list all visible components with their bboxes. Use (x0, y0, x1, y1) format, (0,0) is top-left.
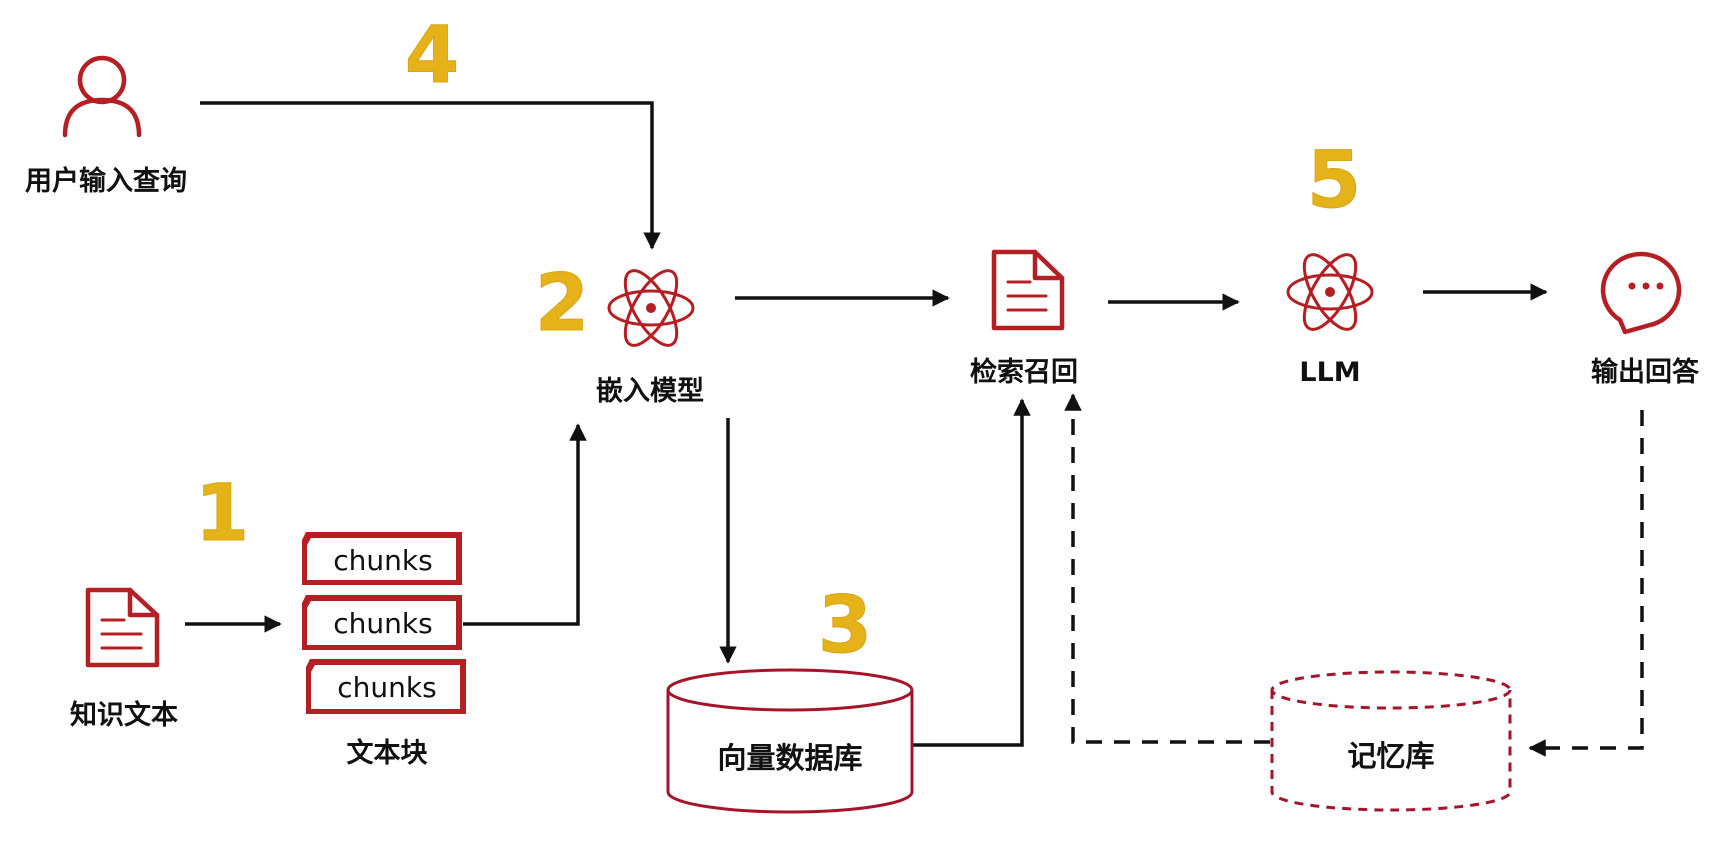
step-number-1: 1 (195, 469, 249, 559)
arrow-output-to-memory (1528, 410, 1644, 757)
atom-icon (607, 269, 695, 347)
memory-label: 记忆库 (1347, 739, 1434, 773)
knowledge-text-label: 知识文本 (70, 699, 178, 731)
step-number-4: 4 (405, 11, 459, 101)
arrow-vectordb-to-retrieval (912, 398, 1031, 747)
chunk-card: chunks (302, 532, 462, 585)
node-llm: LLM (1286, 253, 1374, 388)
vector-db-label: 向量数据库 (717, 741, 862, 775)
retrieval-label: 检索召回 (970, 356, 1078, 388)
chunk-card: chunks (306, 659, 466, 714)
chunk-text: chunks (337, 671, 436, 704)
node-output-answer: 输出回答 (1591, 251, 1700, 388)
chat-bubble-icon (1600, 251, 1682, 335)
chunk-text: chunks (333, 607, 432, 640)
embedding-model-label: 嵌入模型 (596, 376, 704, 407)
llm-label: LLM (1299, 357, 1360, 388)
document-icon (85, 587, 160, 668)
node-knowledge-text: 知识文本 (70, 587, 178, 731)
node-retrieval: 检索召回 (970, 249, 1078, 388)
node-user-query: 用户输入查询 (25, 55, 187, 197)
output-answer-label: 输出回答 (1591, 356, 1700, 388)
text-chunks-label: 文本块 (347, 737, 429, 769)
chunk-text: chunks (333, 544, 432, 577)
step-numbers: 1 2 3 4 5 (194, 11, 1361, 672)
arrow-chunks-to-embedding (463, 423, 587, 626)
connectors (185, 101, 1644, 757)
node-embedding-model: 嵌入模型 (596, 269, 704, 407)
chunk-card: chunks (302, 595, 462, 650)
node-text-chunks: chunks chunks chunks 文本块 (302, 532, 466, 769)
step-number-3: 3 (818, 581, 872, 671)
database-cylinder-dashed (1270, 670, 1512, 812)
node-memory: 记忆库 (1270, 670, 1512, 812)
user-icon (62, 55, 142, 138)
user-query-label: 用户输入查询 (25, 165, 187, 197)
arrow-memory-to-retrieval (1064, 393, 1270, 744)
atom-icon (1286, 253, 1374, 331)
document-icon (991, 249, 1065, 331)
step-number-2: 2 (535, 259, 589, 349)
step-number-5: 5 (1307, 136, 1361, 226)
database-cylinder (666, 668, 914, 814)
node-vector-db: 向量数据库 (666, 668, 914, 814)
arrow-query-to-embedding (200, 101, 661, 250)
